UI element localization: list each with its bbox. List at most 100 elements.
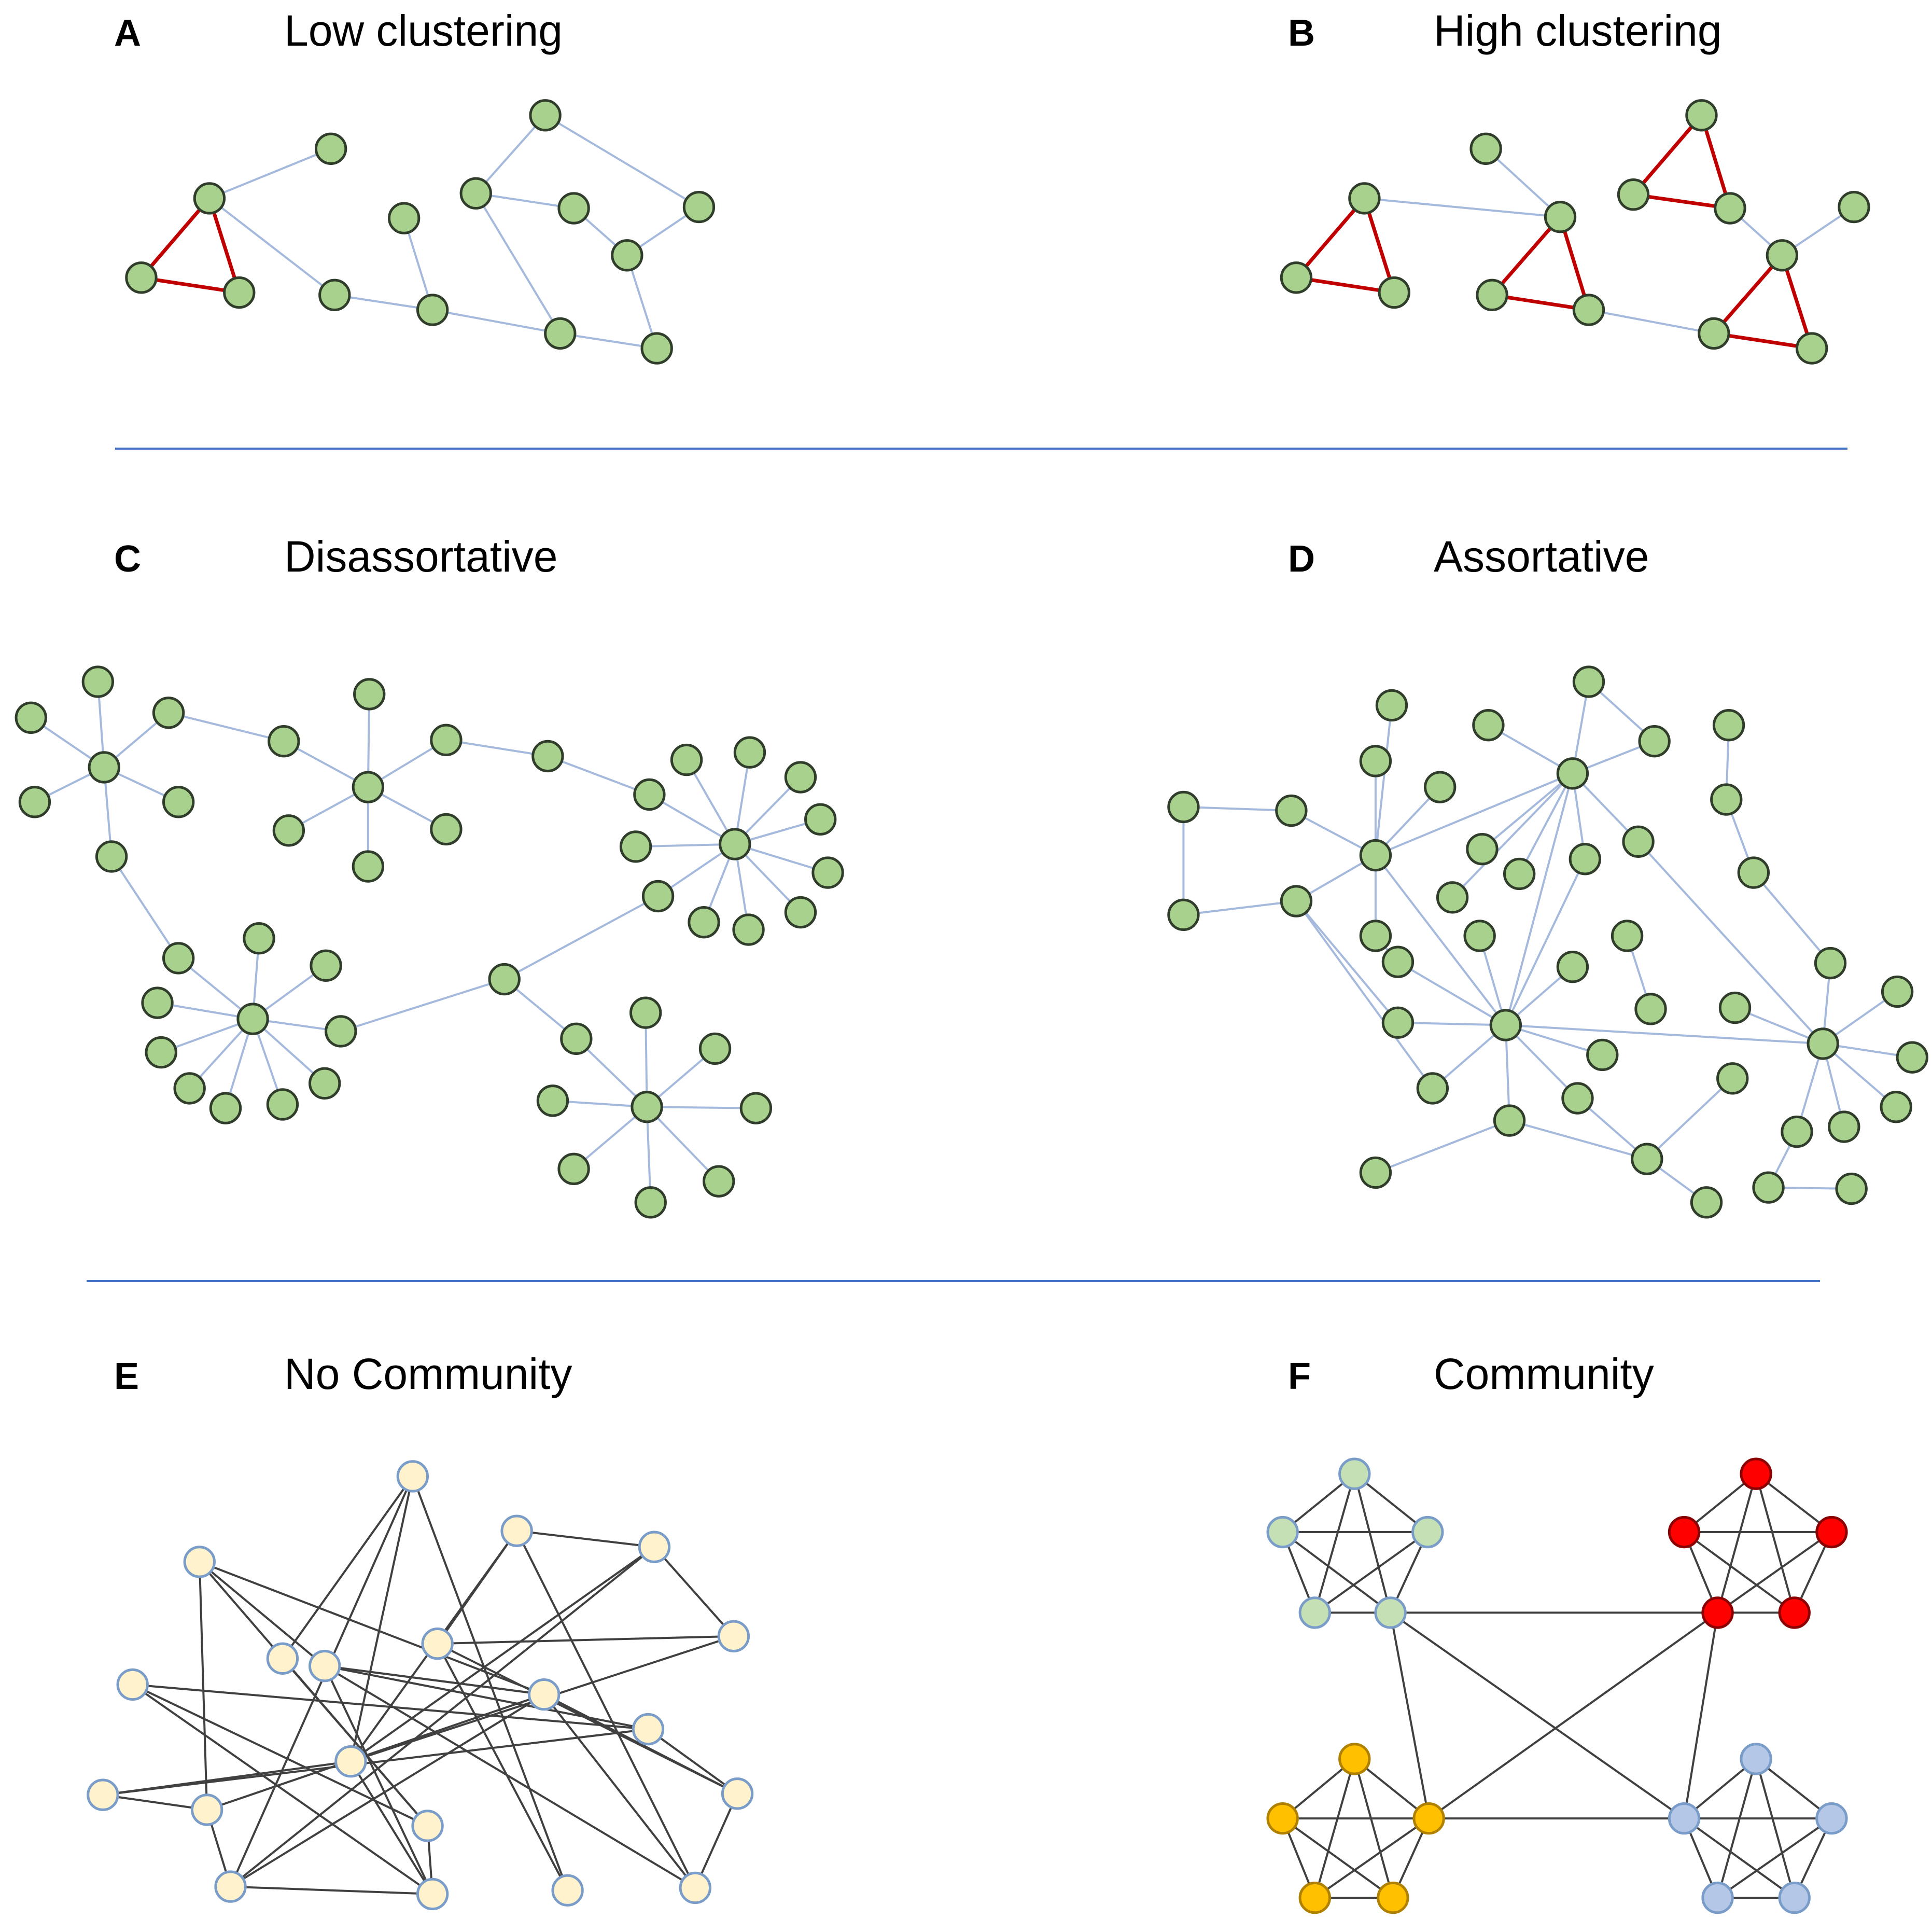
graph-c-node <box>670 743 703 776</box>
graph-a <box>125 99 716 365</box>
graph-d-node <box>1752 1171 1785 1204</box>
graph-c-edge <box>547 755 650 796</box>
graph-a-edge <box>208 197 335 296</box>
graph-c-node <box>430 813 463 846</box>
graph-c-node <box>641 880 675 913</box>
graph-c-node <box>243 922 275 955</box>
graph-a-edge <box>207 198 241 294</box>
graph-e-edge <box>349 1761 433 1895</box>
graph-b-edge <box>1632 114 1703 196</box>
graph-c-edge <box>649 794 736 845</box>
graph-d-node <box>1572 665 1605 698</box>
graph-b-node <box>1766 239 1799 272</box>
graph-d-node <box>1463 920 1496 952</box>
graph-c-edge <box>168 712 284 743</box>
graph-e-node <box>717 1620 750 1652</box>
graph-f-edge <box>1313 1473 1356 1613</box>
graph-f-node <box>1338 1457 1371 1490</box>
graph-c-node <box>162 786 195 818</box>
panel-e-letter: E <box>114 1356 139 1397</box>
graph-f-edge <box>1717 1817 1832 1899</box>
graph-e-edge <box>230 1546 655 1888</box>
graph-b-edge <box>1700 115 1732 209</box>
graph-b-node <box>1348 182 1381 215</box>
graph-e-edge <box>103 1728 649 1796</box>
graph-c-node <box>15 701 47 734</box>
graph-d-node <box>1493 1104 1526 1137</box>
graph-f <box>1266 1457 1848 1914</box>
graph-d-edge <box>1374 705 1393 856</box>
graph-a-node <box>611 239 643 272</box>
graph-b-edge <box>1492 293 1589 312</box>
graph-d-node <box>1828 1110 1860 1143</box>
graph-d-edge <box>1505 1024 1578 1099</box>
graph-c-node <box>619 830 652 863</box>
graph-a-edge <box>475 114 547 194</box>
graph-d-node <box>1716 1062 1749 1095</box>
graph-d-node <box>1472 708 1505 742</box>
graph-b-edge <box>1588 309 1714 335</box>
graph-e-edge <box>282 1658 429 1827</box>
graph-d-edge <box>1375 854 1507 1026</box>
graph-e-node <box>528 1678 561 1711</box>
graph-d-node <box>1690 1186 1723 1219</box>
panel-f-title: Community <box>1434 1350 1654 1398</box>
graph-c-node <box>236 1003 269 1035</box>
graph-d-edge <box>1295 900 1434 1089</box>
graph-a-node <box>557 192 590 225</box>
graph-c-node <box>310 949 342 982</box>
graph-c-node <box>353 678 386 711</box>
graph-f-edge <box>1390 1611 1685 1819</box>
graph-c-node <box>633 778 666 811</box>
graph-a-node <box>193 182 226 215</box>
graph-d-node <box>1359 745 1392 777</box>
graph-c-edge <box>647 1106 756 1109</box>
graph-f-node <box>1815 1802 1848 1835</box>
graph-f-node <box>1668 1515 1701 1549</box>
graph-e-node <box>116 1668 149 1701</box>
graph-e-node <box>500 1514 533 1547</box>
graph-a-node <box>314 132 347 165</box>
graph-f-edge <box>1716 1473 1757 1613</box>
graph-d-edge <box>1488 724 1573 775</box>
graph-d-node <box>1280 885 1313 917</box>
graph-e-node <box>411 1810 444 1842</box>
graph-d-edge <box>1505 1024 1603 1056</box>
graph-c-edge <box>734 843 829 874</box>
graph-b-edge <box>1633 192 1730 210</box>
panel-e-title: No Community <box>284 1350 572 1398</box>
graph-f-node <box>1778 1881 1811 1914</box>
graph-a-node <box>416 294 449 326</box>
graph-d-node <box>1781 1115 1813 1148</box>
graph-d-node <box>1556 757 1589 790</box>
graph-b-edge <box>1713 331 1812 351</box>
graph-c-node <box>703 1165 735 1198</box>
graph-c-node <box>531 740 564 773</box>
graph-d-node <box>1622 825 1655 858</box>
graph-d-edge <box>1518 773 1574 874</box>
graph-e-edge <box>515 1530 696 1888</box>
graph-f-edge <box>1755 1473 1796 1613</box>
graph-c-node <box>272 814 305 847</box>
graph-d-edge <box>1397 1021 1506 1026</box>
graph-e-node <box>190 1793 223 1826</box>
graph-e-node <box>632 1713 665 1746</box>
graph-f-edge <box>1683 1531 1795 1614</box>
graph-a-node <box>318 279 351 312</box>
graph-c-node <box>18 786 51 818</box>
graph-f-node <box>1701 1881 1734 1914</box>
graph-c-node <box>88 751 120 784</box>
graph-d-node <box>1814 947 1847 980</box>
graph-d-node <box>1718 991 1752 1024</box>
graph-e-edge <box>324 1665 544 1696</box>
graph-b-node <box>1796 332 1828 365</box>
graph-a-node <box>529 99 562 132</box>
graph-d-node <box>1503 857 1536 891</box>
graph-c-edge <box>646 1106 720 1183</box>
graph-e-edge <box>206 1693 544 1811</box>
graph-c-node <box>804 803 837 836</box>
graph-c-edge <box>575 1038 648 1108</box>
graph-c-node <box>325 1015 357 1048</box>
graph-c-node <box>560 1022 593 1055</box>
